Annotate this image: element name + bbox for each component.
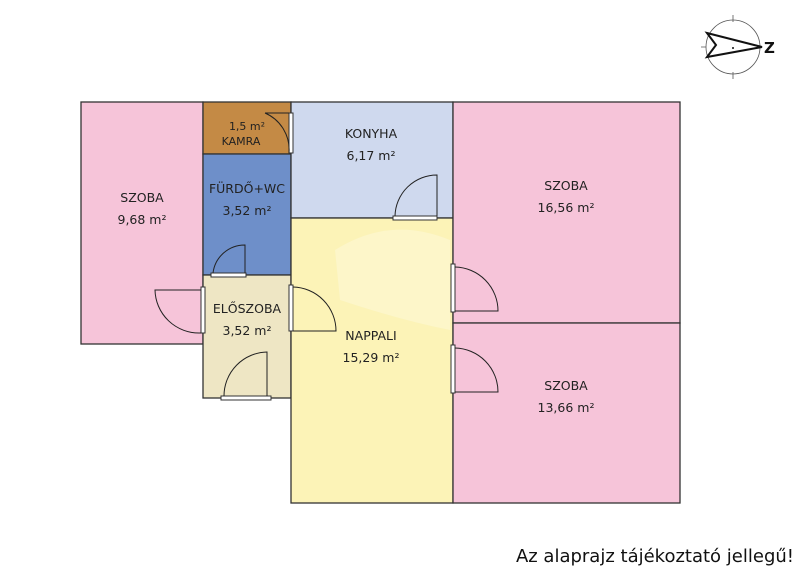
room-area: 3,52 m² bbox=[223, 323, 272, 338]
watermark-logo bbox=[335, 229, 450, 330]
room-area: 16,56 m² bbox=[538, 200, 595, 215]
room-konyha bbox=[290, 101, 454, 219]
door-konyha bbox=[392, 174, 438, 221]
room-name: SZOBA bbox=[544, 378, 588, 393]
door-szoba-bottom-right bbox=[450, 344, 499, 394]
room-name: ELŐSZOBA bbox=[213, 301, 282, 316]
door-entrance bbox=[220, 351, 272, 401]
room-name: KAMRA bbox=[222, 135, 261, 148]
room-name: SZOBA bbox=[120, 190, 164, 205]
room-kamra bbox=[202, 101, 292, 155]
room-area: 3,52 m² bbox=[223, 203, 272, 218]
room-szoba-left bbox=[80, 101, 204, 345]
room-name: NAPPALI bbox=[345, 328, 396, 343]
room-name: FÜRDŐ+WC bbox=[209, 180, 285, 196]
door-szoba-left bbox=[154, 286, 206, 334]
door-nappali bbox=[288, 284, 337, 332]
room-area: 9,68 m² bbox=[118, 212, 167, 227]
door-kamra bbox=[264, 112, 294, 154]
door-furdo bbox=[210, 244, 247, 278]
room-szoba-bottom-right bbox=[452, 322, 681, 504]
room-furdo bbox=[202, 153, 292, 276]
room-area: 1,5 m² bbox=[229, 120, 265, 133]
compass-north-label: Z bbox=[764, 39, 775, 57]
room-name: SZOBA bbox=[544, 178, 588, 193]
room-nappali bbox=[290, 217, 454, 504]
room-eloszoba bbox=[202, 274, 292, 399]
disclaimer-text: Az alaprajz tájékoztató jellegű! bbox=[515, 546, 794, 567]
compass-icon: Z bbox=[701, 15, 775, 79]
door-szoba-top-right bbox=[450, 263, 499, 313]
room-area: 15,29 m² bbox=[343, 350, 400, 365]
room-area: 6,17 m² bbox=[347, 148, 396, 163]
room-area: 13,66 m² bbox=[538, 400, 595, 415]
room-name: KONYHA bbox=[345, 126, 398, 141]
